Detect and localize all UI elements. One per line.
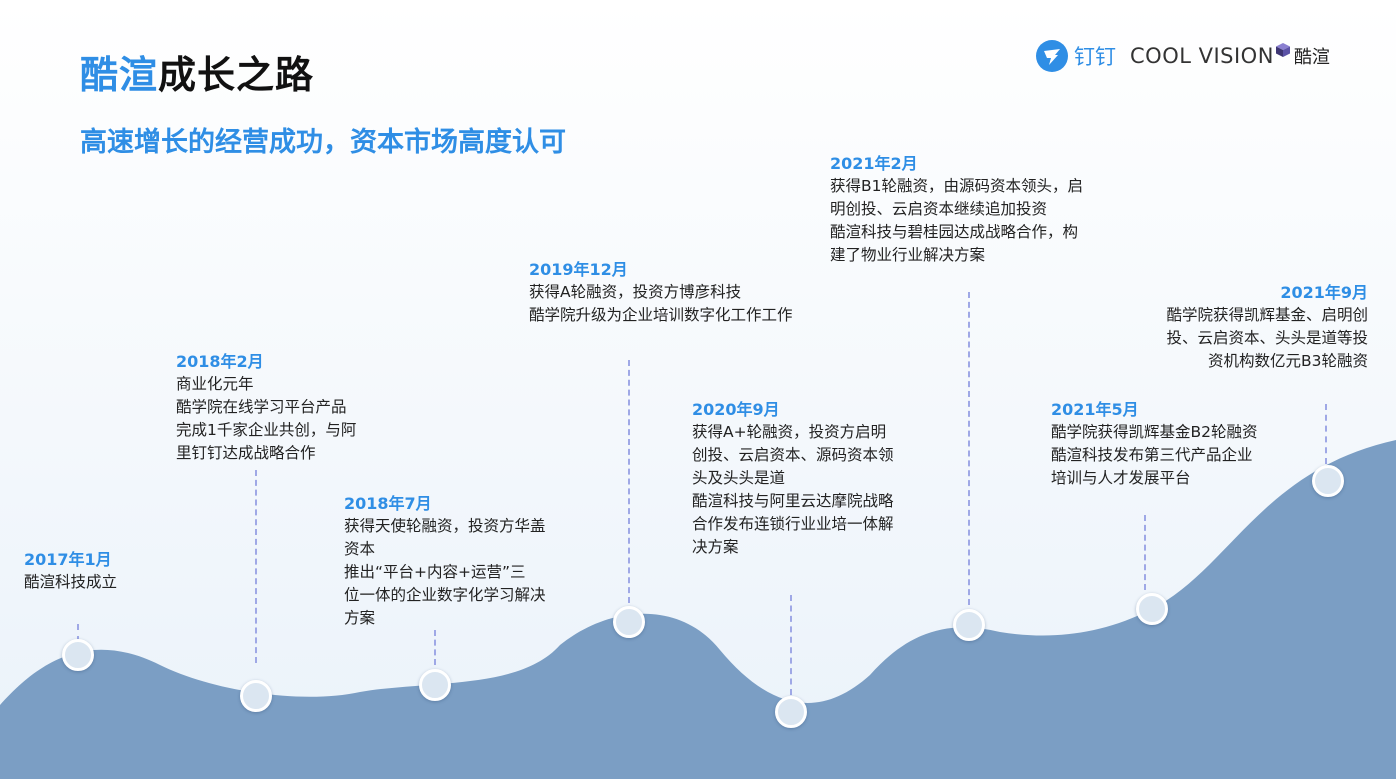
event-line: 商业化元年 — [176, 375, 254, 393]
page-title: 酷渲成长之路 — [80, 44, 314, 99]
event-node — [775, 696, 807, 728]
event-node — [613, 606, 645, 638]
event-line: 酷学院获得凯辉基金B2轮融资 — [1051, 423, 1258, 441]
event-line: 决方案 — [692, 538, 739, 556]
cube-icon — [1275, 43, 1290, 57]
event-connector — [968, 292, 970, 605]
event-line: 获得B1轮融资，由源码资本领头，启 — [830, 177, 1083, 195]
event-line: 完成1千家企业共创，与阿 — [176, 421, 357, 439]
event-2021-02: 2021年2月 获得B1轮融资，由源码资本领头，启 明创投、云启资本继续追加投资… — [830, 152, 1083, 267]
event-line: 酷学院在线学习平台产品 — [176, 398, 347, 416]
event-node — [62, 639, 94, 671]
event-2017-01: 2017年1月 酷渲科技成立 — [24, 548, 117, 594]
event-line: 明创投、云启资本继续追加投资 — [830, 200, 1048, 218]
event-node — [240, 680, 272, 712]
dingtalk-logo-text: 钉钉 — [1074, 45, 1116, 69]
event-line: 资机构数亿元B3轮融资 — [1208, 352, 1368, 370]
event-date: 2020年9月 — [692, 400, 780, 419]
event-line: 获得A轮融资，投资方博彦科技 — [529, 283, 742, 301]
event-date: 2021年9月 — [1280, 283, 1368, 302]
event-line: 酷学院获得凯辉基金、启明创 — [1166, 306, 1368, 324]
event-2018-07: 2018年7月 获得天使轮融资，投资方华盖 资本 推出“平台+内容+运营”三 位… — [344, 492, 546, 630]
title-rest: 成长之路 — [158, 53, 315, 97]
event-line: 资本 — [344, 540, 376, 558]
event-line: 酷渲科技与碧桂园达成战略合作，构 — [830, 223, 1079, 241]
event-date: 2019年12月 — [529, 260, 628, 279]
event-node — [419, 669, 451, 701]
event-line: 酷渲科技发布第三代产品企业 — [1051, 446, 1253, 464]
event-connector — [1144, 515, 1146, 590]
title-highlight: 酷渲 — [80, 53, 159, 97]
event-node — [1312, 465, 1344, 497]
coolvision-logo-text: COOL VISION — [1130, 44, 1274, 68]
event-connector — [255, 470, 257, 663]
event-line: 建了物业行业解决方案 — [830, 246, 986, 264]
event-2021-05: 2021年5月 酷学院获得凯辉基金B2轮融资 酷渲科技发布第三代产品企业 培训与… — [1051, 398, 1258, 490]
event-date: 2017年1月 — [24, 550, 112, 569]
event-2019-12: 2019年12月 获得A轮融资，投资方博彦科技 酷学院升级为企业培训数字化工作工… — [529, 258, 793, 327]
event-line: 头及头头是道 — [692, 469, 786, 487]
event-line: 推出“平台+内容+运营”三 — [344, 563, 526, 581]
event-line: 培训与人才发展平台 — [1051, 469, 1191, 487]
event-line: 酷渲科技与阿里云达摩院战略 — [692, 492, 894, 510]
event-date: 2021年2月 — [830, 154, 918, 173]
page-subtitle: 高速增长的经营成功，资本市场高度认可 — [80, 127, 566, 158]
event-2021-09: 2021年9月 酷学院获得凯辉基金、启明创 投、云启资本、头头是道等投 资机构数… — [1166, 281, 1368, 373]
event-line: 获得天使轮融资，投资方华盖 — [344, 517, 546, 535]
event-line: 获得A+轮融资，投资方启明 — [692, 423, 887, 441]
event-line: 合作发布连锁行业业培一体解 — [692, 515, 894, 533]
event-line: 酷渲科技成立 — [24, 573, 118, 591]
event-connector — [790, 595, 792, 695]
event-node — [953, 609, 985, 641]
event-2018-02: 2018年2月 商业化元年 酷学院在线学习平台产品 完成1千家企业共创，与阿 里… — [176, 350, 356, 465]
event-line: 方案 — [344, 609, 376, 627]
event-connector — [628, 360, 630, 603]
kuxuan-logo-text: 酷渲 — [1293, 47, 1330, 68]
brand-logo: 钉钉 COOL VISION 酷渲 — [1036, 38, 1330, 74]
event-line: 里钉钉达成战略合作 — [176, 444, 316, 462]
event-connector — [434, 630, 436, 665]
event-connector — [77, 624, 79, 642]
event-connector — [1325, 404, 1327, 464]
event-node — [1136, 593, 1168, 625]
dingtalk-icon — [1036, 40, 1068, 72]
event-line: 创投、云启资本、源码资本领 — [692, 446, 894, 464]
event-2020-09: 2020年9月 获得A+轮融资，投资方启明 创投、云启资本、源码资本领 头及头头… — [692, 398, 894, 559]
event-date: 2018年2月 — [176, 352, 264, 371]
event-line: 位一体的企业数字化学习解决 — [344, 586, 546, 604]
event-date: 2018年7月 — [344, 494, 432, 513]
event-line: 酷学院升级为企业培训数字化工作工作 — [529, 306, 793, 324]
event-date: 2021年5月 — [1051, 400, 1139, 419]
event-line: 投、云启资本、头头是道等投 — [1166, 329, 1368, 347]
